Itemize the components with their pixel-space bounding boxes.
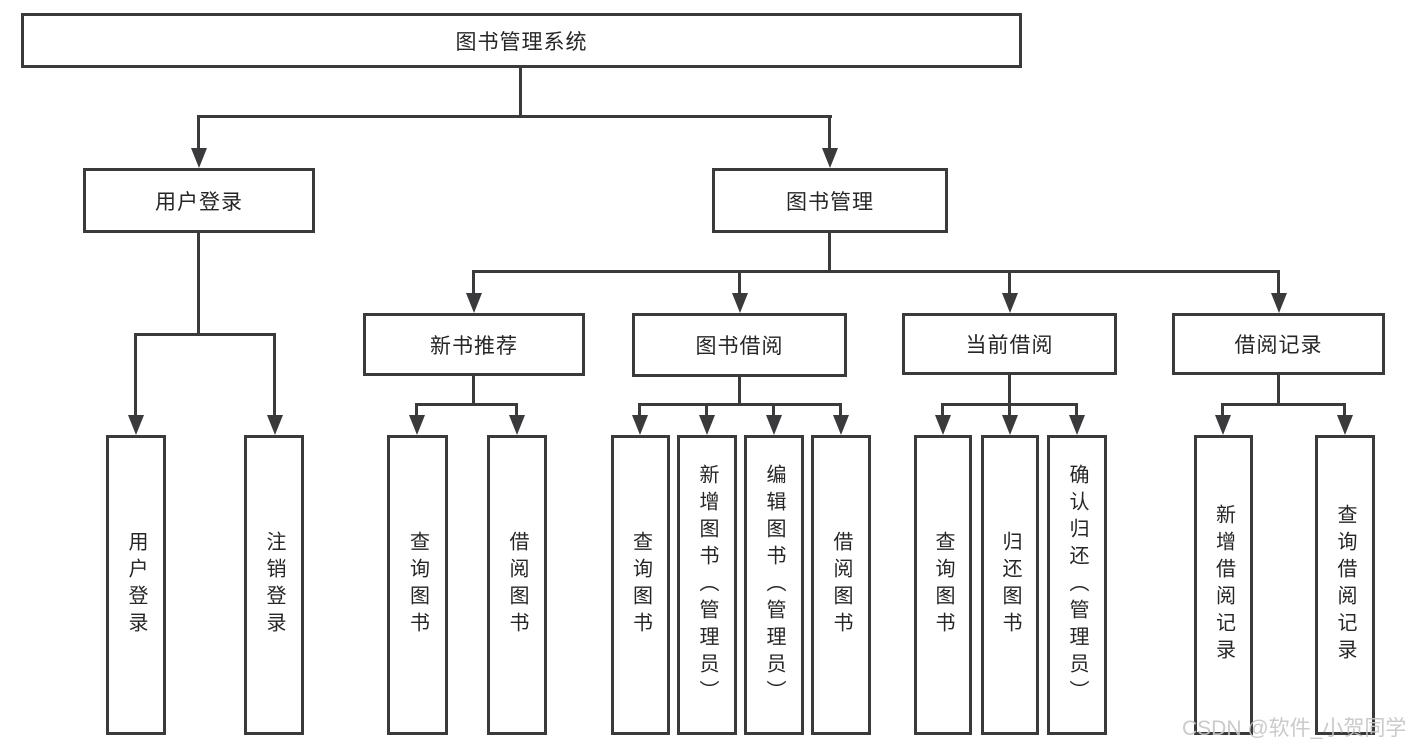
arrow-down-icon xyxy=(509,415,525,435)
connector-line xyxy=(941,403,944,415)
connector-line xyxy=(1277,270,1280,293)
leaf-return-book: 归还图书 xyxy=(981,435,1039,735)
connector-line xyxy=(472,376,475,405)
leaf-label: 新增借阅记录 xyxy=(1212,504,1235,666)
connector-line xyxy=(1343,403,1346,415)
leaf-query-books-recommend: 查询图书 xyxy=(387,435,448,735)
connector-line xyxy=(1008,270,1011,293)
connector-line xyxy=(1221,403,1346,406)
connector-line xyxy=(638,403,842,406)
connector-line xyxy=(1221,403,1224,415)
leaf-label: 编辑图书（管理员） xyxy=(763,463,785,707)
leaf-label: 借阅图书 xyxy=(830,531,852,639)
connector-line xyxy=(839,403,842,415)
node-borrowing-records: 借阅记录 xyxy=(1172,313,1385,375)
leaf-query-books-borrowing: 查询图书 xyxy=(611,435,670,735)
arrow-down-icon xyxy=(699,415,715,435)
connector-line xyxy=(738,270,741,293)
leaf-label: 用户登录 xyxy=(125,531,147,639)
leaf-label: 查询图书 xyxy=(406,531,429,639)
arrow-down-icon xyxy=(1337,415,1353,435)
connector-line xyxy=(772,403,775,415)
connector-line xyxy=(828,115,831,148)
leaf-label: 查询借阅记录 xyxy=(1334,504,1356,666)
arrow-down-icon xyxy=(128,415,144,435)
node-book-management: 图书管理 xyxy=(712,168,948,233)
connector-line xyxy=(1008,375,1011,405)
node-current-borrowing: 当前借阅 xyxy=(902,313,1117,375)
node-label: 图书管理系统 xyxy=(455,30,588,54)
arrow-down-icon xyxy=(409,415,425,435)
leaf-logout: 注销登录 xyxy=(244,435,304,735)
arrow-down-icon xyxy=(466,293,482,313)
node-label: 当前借阅 xyxy=(965,334,1054,357)
connector-line xyxy=(197,115,832,118)
node-label: 图书管理 xyxy=(786,190,874,214)
csdn-watermark: CSDN @软件_小贺同学 xyxy=(1182,717,1405,740)
leaf-borrow-books-recommend: 借阅图书 xyxy=(487,435,547,735)
connector-line xyxy=(515,403,518,415)
connector-line xyxy=(134,333,137,415)
arrow-down-icon xyxy=(267,415,283,435)
connector-line xyxy=(273,333,276,415)
leaf-label: 查询图书 xyxy=(629,531,652,639)
connector-line xyxy=(415,403,418,415)
connector-line xyxy=(519,68,522,117)
leaf-label: 确认归还（管理员） xyxy=(1066,463,1088,707)
leaf-label: 注销登录 xyxy=(263,531,285,639)
arrow-down-icon xyxy=(1271,293,1287,313)
connector-line xyxy=(472,270,475,293)
connector-line xyxy=(134,333,276,336)
arrow-down-icon xyxy=(766,415,782,435)
connector-line xyxy=(1008,403,1011,415)
leaf-label: 查询图书 xyxy=(932,531,954,639)
arrow-down-icon xyxy=(1002,293,1018,313)
connector-line xyxy=(1277,375,1280,405)
connector-line xyxy=(828,233,831,272)
node-new-book-recommend: 新书推荐 xyxy=(363,313,585,376)
connector-line xyxy=(638,403,641,415)
connector-line xyxy=(197,115,200,148)
leaf-label: 新增图书（管理员） xyxy=(696,463,718,707)
node-label: 图书借阅 xyxy=(695,335,784,358)
node-label: 借阅记录 xyxy=(1234,334,1323,357)
arrow-down-icon xyxy=(732,293,748,313)
leaf-label: 归还图书 xyxy=(999,531,1021,639)
leaf-edit-book-admin: 编辑图书（管理员） xyxy=(744,435,804,735)
arrow-down-icon xyxy=(935,415,951,435)
leaf-add-borrow-record: 新增借阅记录 xyxy=(1194,435,1253,735)
arrow-down-icon xyxy=(1002,415,1018,435)
arrow-down-icon xyxy=(191,148,207,168)
node-user-login: 用户登录 xyxy=(83,168,315,233)
leaf-query-borrow-record: 查询借阅记录 xyxy=(1315,435,1375,735)
arrow-down-icon xyxy=(833,415,849,435)
connector-line xyxy=(705,403,708,415)
leaf-add-book-admin: 新增图书（管理员） xyxy=(677,435,737,735)
node-label: 新书推荐 xyxy=(430,334,518,358)
leaf-user-login: 用户登录 xyxy=(106,435,166,735)
arrow-down-icon xyxy=(1215,415,1231,435)
connector-line xyxy=(1075,403,1078,415)
arrow-down-icon xyxy=(1069,415,1085,435)
node-book-borrowing: 图书借阅 xyxy=(632,313,847,377)
leaf-borrow-books-borrowing: 借阅图书 xyxy=(811,435,871,735)
arrow-down-icon xyxy=(632,415,648,435)
connector-line xyxy=(472,270,1280,273)
arrow-down-icon xyxy=(822,148,838,168)
node-label: 用户登录 xyxy=(155,190,243,214)
connector-line xyxy=(738,377,741,405)
leaf-query-books-current: 查询图书 xyxy=(914,435,972,735)
connector-line xyxy=(197,233,200,335)
leaf-confirm-return-admin: 确认归还（管理员） xyxy=(1047,435,1107,735)
connector-line xyxy=(415,403,518,406)
node-library-management-system: 图书管理系统 xyxy=(21,13,1022,68)
leaf-label: 借阅图书 xyxy=(506,531,528,639)
